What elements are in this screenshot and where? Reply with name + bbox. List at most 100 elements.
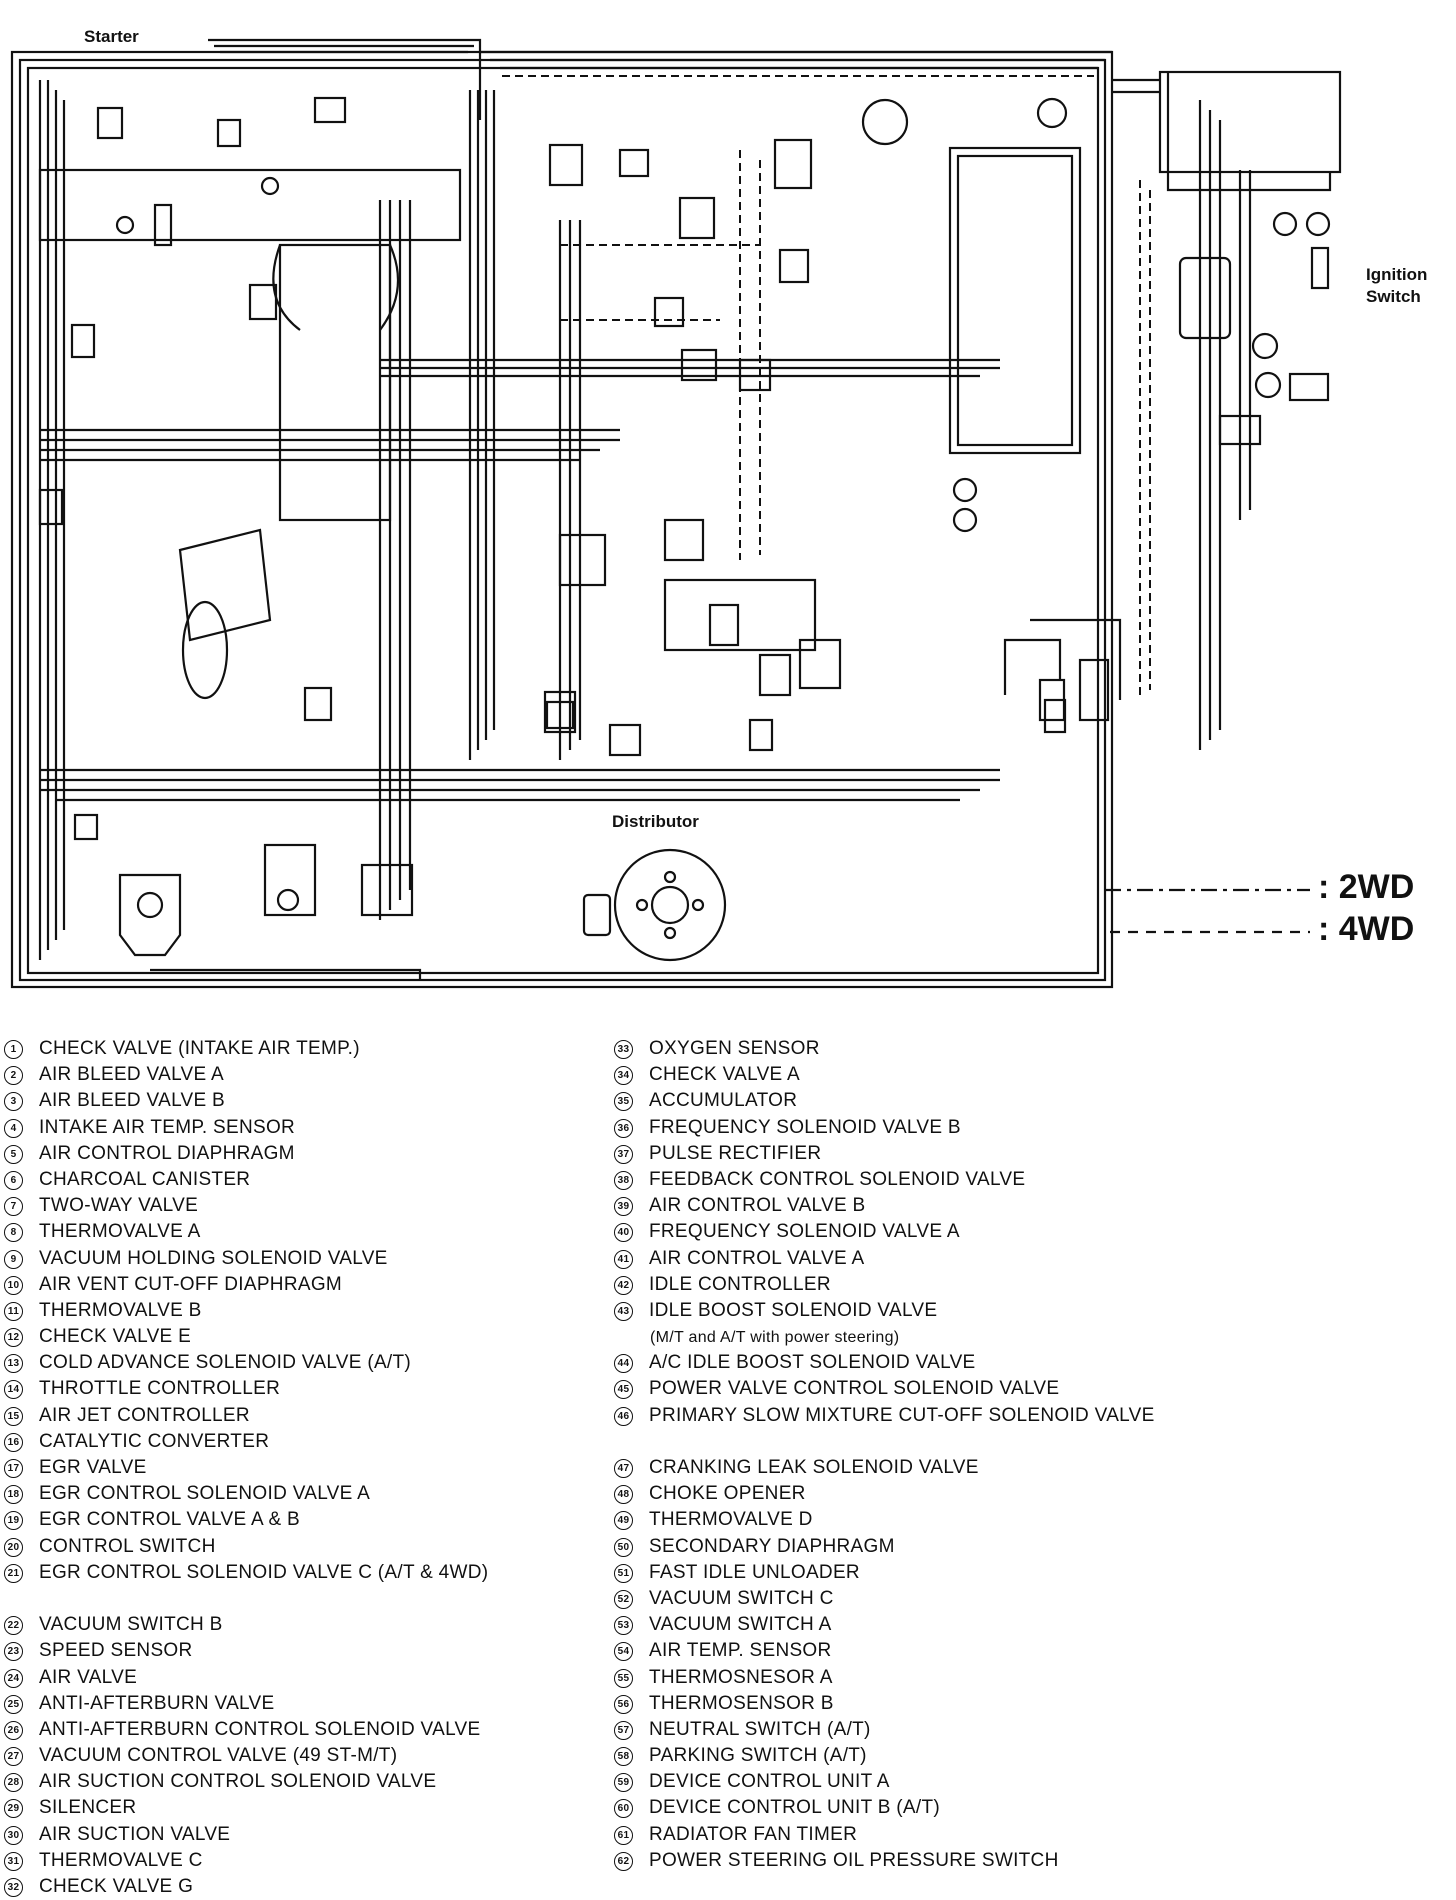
- part-number: 50: [614, 1537, 633, 1557]
- part-number: 59: [614, 1773, 633, 1793]
- part-item: 49 THERMOVALVE D: [614, 1507, 1174, 1533]
- part-item: 42 IDLE CONTROLLER: [614, 1272, 1174, 1298]
- part-name: EGR CONTROL SOLENOID VALVE C (A/T & 4WD): [39, 1561, 489, 1583]
- part-name: THERMOVALVE D: [649, 1509, 813, 1531]
- part-name: AIR VALVE: [39, 1666, 138, 1688]
- part-number: 53: [614, 1616, 633, 1636]
- part-name: IDLE BOOST SOLENOID VALVE: [649, 1299, 938, 1321]
- part-number: 34: [614, 1066, 633, 1086]
- part-number: 15: [4, 1406, 23, 1426]
- legend-4wd: : 4WD: [1318, 910, 1415, 948]
- ignition-switch-label-line1: Ignition: [1366, 265, 1427, 284]
- part-number: 27: [4, 1747, 23, 1767]
- part-number: 37: [614, 1144, 633, 1164]
- part-name: THERMOVALVE B: [39, 1299, 202, 1321]
- part-number: 42: [614, 1275, 633, 1295]
- part-name: POWER STEERING OIL PRESSURE SWITCH: [649, 1849, 1059, 1871]
- part-number: 16: [4, 1432, 23, 1452]
- part-number: 39: [614, 1197, 633, 1217]
- part-number: 29: [4, 1799, 23, 1819]
- part-name: CRANKING LEAK SOLENOID VALVE: [649, 1457, 979, 1479]
- part-number: 8: [4, 1223, 23, 1243]
- part-number: 56: [614, 1694, 633, 1714]
- part-number: 4: [4, 1118, 23, 1138]
- part-item: 34 CHECK VALVE A: [614, 1062, 1174, 1088]
- part-number: 12: [4, 1328, 23, 1348]
- part-name: A/C IDLE BOOST SOLENOID VALVE: [649, 1352, 976, 1374]
- part-number: 46: [614, 1406, 633, 1426]
- part-name: SECONDARY DIAPHRAGM: [649, 1535, 895, 1557]
- wiring-vacuum-diagram: Starter Distributor Ignition Switch: [10, 27, 1427, 989]
- part-name: CONTROL SWITCH: [39, 1535, 216, 1557]
- part-name: AIR SUCTION VALVE: [39, 1823, 231, 1845]
- part-name: IDLE CONTROLLER: [649, 1273, 831, 1295]
- part-number: 30: [4, 1825, 23, 1845]
- part-number: 1: [4, 1040, 23, 1059]
- part-name: AIR CONTROL DIAPHRAGM: [39, 1142, 295, 1164]
- part-number: 26: [4, 1720, 23, 1740]
- part-name: PULSE RECTIFIER: [649, 1142, 822, 1164]
- part-name: ACCUMULATOR: [649, 1090, 798, 1112]
- part-number: 38: [614, 1170, 633, 1190]
- part-number: 18: [4, 1485, 23, 1505]
- part-name: AIR BLEED VALVE A: [39, 1064, 224, 1086]
- part-number: 7: [4, 1197, 23, 1217]
- part-number: 24: [4, 1668, 23, 1688]
- part-name: CHECK VALVE (INTAKE AIR TEMP.): [39, 1038, 360, 1059]
- part-name: FEEDBACK CONTROL SOLENOID VALVE: [649, 1168, 1026, 1190]
- part-name: CHECK VALVE A: [649, 1064, 801, 1086]
- part-number: 2: [4, 1066, 23, 1086]
- part-name: AIR SUCTION CONTROL SOLENOID VALVE: [39, 1771, 437, 1793]
- part-item: 1 CHECK VALVE (INTAKE AIR TEMP.): [4, 1036, 564, 1062]
- part-number: 45: [614, 1380, 633, 1400]
- part-item: 30 AIR SUCTION VALVE: [4, 1822, 564, 1848]
- part-name: CHOKE OPENER: [649, 1483, 806, 1505]
- part-number: 48: [614, 1485, 633, 1505]
- part-item: 38 FEEDBACK CONTROL SOLENOID VALVE: [614, 1167, 1174, 1193]
- part-name: VACUUM HOLDING SOLENOID VALVE: [39, 1247, 388, 1269]
- part-number: 58: [614, 1747, 633, 1767]
- part-name: DEVICE CONTROL UNIT A: [649, 1771, 890, 1793]
- part-number: 3: [4, 1092, 23, 1112]
- part-number: 14: [4, 1380, 23, 1400]
- legend-2wd: : 2WD: [1318, 868, 1415, 906]
- part-name: ANTI-AFTERBURN CONTROL SOLENOID VALVE: [39, 1718, 481, 1740]
- part-name: CHECK VALVE G: [39, 1876, 194, 1898]
- part-name: THERMOSNESOR A: [649, 1666, 833, 1688]
- part-number: 23: [4, 1642, 23, 1662]
- part-name: EGR VALVE: [39, 1457, 147, 1478]
- part-number: 49: [614, 1511, 633, 1531]
- part-item: 26 ANTI-AFTERBURN CONTROL SOLENOID VALVE: [4, 1717, 564, 1743]
- part-name: AIR TEMP. SENSOR: [649, 1640, 832, 1662]
- part-number: 44: [614, 1354, 633, 1374]
- part-number: 35: [614, 1092, 633, 1112]
- part-name: VACUUM SWITCH B: [39, 1614, 223, 1636]
- part-number: 9: [4, 1249, 23, 1269]
- part-number: 32: [4, 1878, 23, 1898]
- part-number: 55: [614, 1668, 633, 1688]
- distributor-label: Distributor: [612, 812, 699, 831]
- part-number: 54: [614, 1642, 633, 1662]
- part-name: AIR CONTROL VALVE A: [649, 1247, 865, 1269]
- part-item: 44 A/C IDLE BOOST SOLENOID VALVE: [614, 1350, 1174, 1376]
